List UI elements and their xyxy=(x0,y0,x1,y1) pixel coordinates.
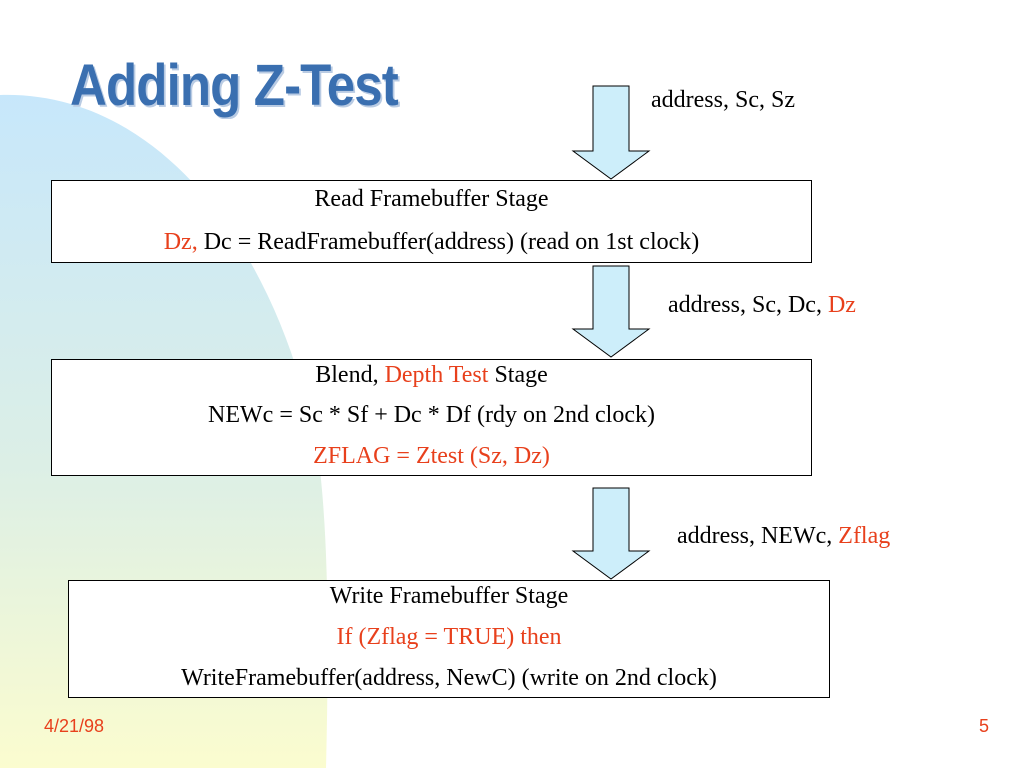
text-run: Dz xyxy=(827,292,856,318)
text-run: Zflag xyxy=(838,523,891,549)
text-run: If (Zflag = TRUE) then xyxy=(336,624,562,650)
text-run: address, NEWc, xyxy=(677,523,839,549)
text-run: Dc = ReadFramebuffer(address) (read on 1… xyxy=(197,229,700,255)
text-run: Dz, xyxy=(163,229,198,255)
text-run: NEWc = Sc * Sf + Dc * Df (rdy on 2nd clo… xyxy=(208,402,655,428)
stage-line: Blend, Depth Test Stage xyxy=(52,362,811,389)
text-run: address, Sc, Dc, xyxy=(668,292,828,318)
flow-arrow-1 xyxy=(571,85,651,180)
arrow-label-1: address, Sc, Sz xyxy=(651,87,795,114)
stage-line: Read Framebuffer Stage xyxy=(52,186,811,213)
slide-title: Adding Z-Test xyxy=(70,53,399,118)
slide-number: 5 xyxy=(978,716,989,736)
text-run: WriteFramebuffer(address, NewC) (write o… xyxy=(181,665,717,691)
footer-date: 4/21/98 xyxy=(44,716,105,736)
flow-arrow-2 xyxy=(571,265,651,358)
stage-line: Dz, Dc = ReadFramebuffer(address) (read … xyxy=(52,229,811,256)
stage-box-blend: Blend, Depth Test Stage NEWc = Sc * Sf +… xyxy=(51,359,812,476)
stage-box-write: Write Framebuffer Stage If (Zflag = TRUE… xyxy=(68,580,830,698)
stage-line: Write Framebuffer Stage xyxy=(69,583,829,610)
stage-box-read: Read Framebuffer Stage Dz, Dc = ReadFram… xyxy=(51,180,812,263)
arrow-label-3: address, NEWc, Zflag xyxy=(677,523,890,550)
arrow-label-2: address, Sc, Dc, Dz xyxy=(668,292,856,319)
stage-line: WriteFramebuffer(address, NewC) (write o… xyxy=(69,665,829,692)
stage-line: If (Zflag = TRUE) then xyxy=(69,624,829,651)
text-run: Write Framebuffer Stage xyxy=(329,583,569,609)
text-run: ZFLAG = Ztest (Sz, Dz) xyxy=(313,443,550,469)
text-run: Read Framebuffer Stage xyxy=(314,186,549,212)
text-run: Depth Test xyxy=(384,362,489,388)
flow-arrow-3 xyxy=(571,487,651,580)
stage-line: NEWc = Sc * Sf + Dc * Df (rdy on 2nd clo… xyxy=(52,402,811,429)
stage-line: ZFLAG = Ztest (Sz, Dz) xyxy=(52,443,811,470)
text-run: Stage xyxy=(488,362,548,388)
text-run: Blend, xyxy=(315,362,385,388)
text-run: address, Sc, Sz xyxy=(651,87,795,113)
